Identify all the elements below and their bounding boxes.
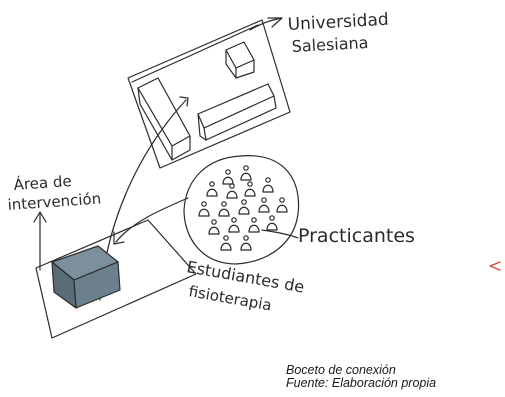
practicante-figure (266, 215, 278, 231)
university-label-line2: Salesiana (291, 33, 369, 56)
figure-caption: Boceto de conexión Fuente: Elaboración p… (286, 364, 436, 390)
practicante-figure (198, 201, 210, 217)
caption-source: Fuente: Elaboración propia (286, 376, 437, 390)
practicante-figure (240, 235, 252, 251)
practicante-figure (244, 181, 256, 197)
practicante-figures (198, 165, 288, 251)
university-label-arrow (249, 17, 283, 31)
university-label-line1: Universidad (287, 10, 389, 35)
practicante-figure (222, 169, 234, 185)
practicante-figure (218, 201, 230, 217)
practicante-figure (220, 235, 232, 251)
intervention-area-plot (35, 219, 197, 339)
practicante-figure (276, 197, 288, 213)
practicantes-label: Practicantes (298, 225, 415, 247)
practicante-figure (208, 219, 220, 235)
practicante-figure (248, 217, 260, 233)
university-plot (127, 19, 291, 169)
university-cube-building (225, 41, 255, 79)
area-label-line1: Área de (13, 171, 72, 194)
practicante-figure (240, 165, 252, 181)
practicantes-label-connector (261, 229, 299, 239)
practicantes-group-circle (183, 155, 300, 265)
margin-mark (489, 261, 501, 271)
practicantes-to-area-arrow (113, 197, 189, 245)
practicante-figure (226, 183, 238, 199)
caption-title: Boceto de conexión (286, 363, 396, 377)
practicante-figure (238, 199, 250, 215)
practicante-figure (228, 217, 240, 233)
university-long-building (197, 83, 277, 141)
practicante-figure (258, 197, 270, 213)
intervention-area-arrow (33, 211, 47, 271)
practicante-figure (262, 177, 274, 193)
university-tall-building (137, 77, 191, 161)
students-building (51, 245, 121, 309)
practicante-figure (206, 181, 218, 197)
